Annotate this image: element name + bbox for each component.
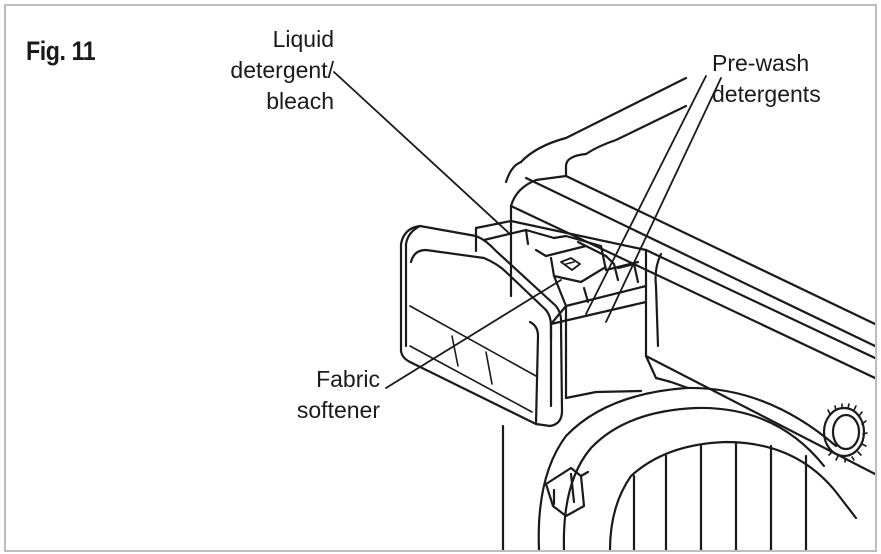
leader-fabric-softener <box>385 279 562 389</box>
label-prewash-line1: Pre-wash <box>712 50 810 76</box>
label-prewash-detergents: Pre-wash detergents <box>712 48 821 110</box>
program-knob <box>822 403 868 463</box>
label-liquid-line1: Liquid <box>272 26 334 52</box>
label-liquid-line3: bleach <box>266 88 334 114</box>
label-prewash-line2: detergents <box>712 81 821 107</box>
machine-door <box>537 354 858 550</box>
washing-machine-drawer-illustration <box>333 71 875 550</box>
machine-top-panel <box>504 76 875 380</box>
leader-liquid-detergent <box>333 71 512 236</box>
leader-prewash-2 <box>605 77 722 323</box>
leader-lines <box>333 71 722 389</box>
label-fabric-softener: Fabric softener <box>297 364 380 426</box>
label-fabric-line1: Fabric <box>316 366 380 392</box>
label-liquid-line2: detergent/ <box>230 57 334 83</box>
figure-frame: Fig. 11 Liquid detergent/ bleach Pre-was… <box>4 4 877 552</box>
leader-prewash-1 <box>585 75 707 315</box>
figure-title: Fig. 11 <box>26 36 96 66</box>
machine-front-body <box>501 219 568 550</box>
label-fabric-line2: softener <box>296 397 380 423</box>
drawer-compartments <box>482 228 640 308</box>
label-liquid-detergent: Liquid detergent/ bleach <box>230 24 334 117</box>
drawer-front <box>399 224 564 428</box>
